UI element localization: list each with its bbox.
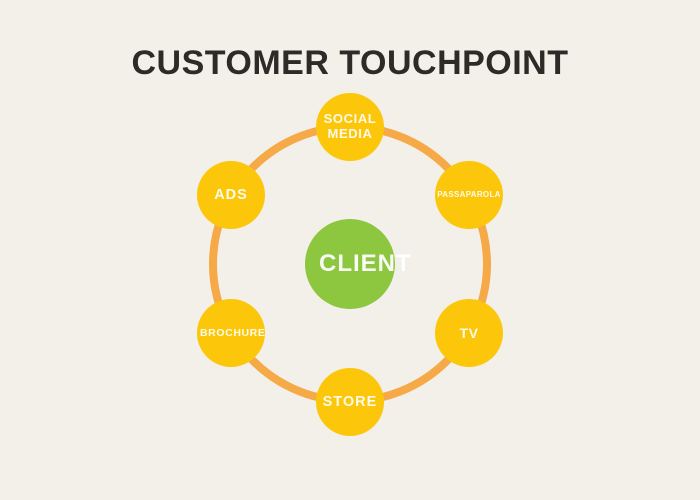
node-ads: ADS bbox=[197, 161, 265, 229]
node-passaparola: PASSAPAROLA bbox=[435, 161, 503, 229]
node-client: CLIENT bbox=[305, 219, 412, 309]
page-title: CUSTOMER TOUCHPOINT bbox=[131, 44, 569, 82]
node-label: PASSAPAROLA bbox=[437, 190, 501, 200]
node-label: BROCHURE bbox=[200, 326, 266, 339]
node-tv: TV bbox=[435, 299, 503, 367]
node-label: CLIENT bbox=[319, 250, 412, 278]
node-label: SOCIAL MEDIA bbox=[323, 111, 377, 141]
node-store: STORE bbox=[316, 368, 384, 436]
node-label: STORE bbox=[322, 393, 378, 410]
node-label: ADS bbox=[214, 186, 248, 203]
node-social-media: SOCIAL MEDIA bbox=[316, 93, 384, 161]
node-brochure: BROCHURE bbox=[197, 299, 265, 367]
node-label: TV bbox=[459, 324, 479, 341]
